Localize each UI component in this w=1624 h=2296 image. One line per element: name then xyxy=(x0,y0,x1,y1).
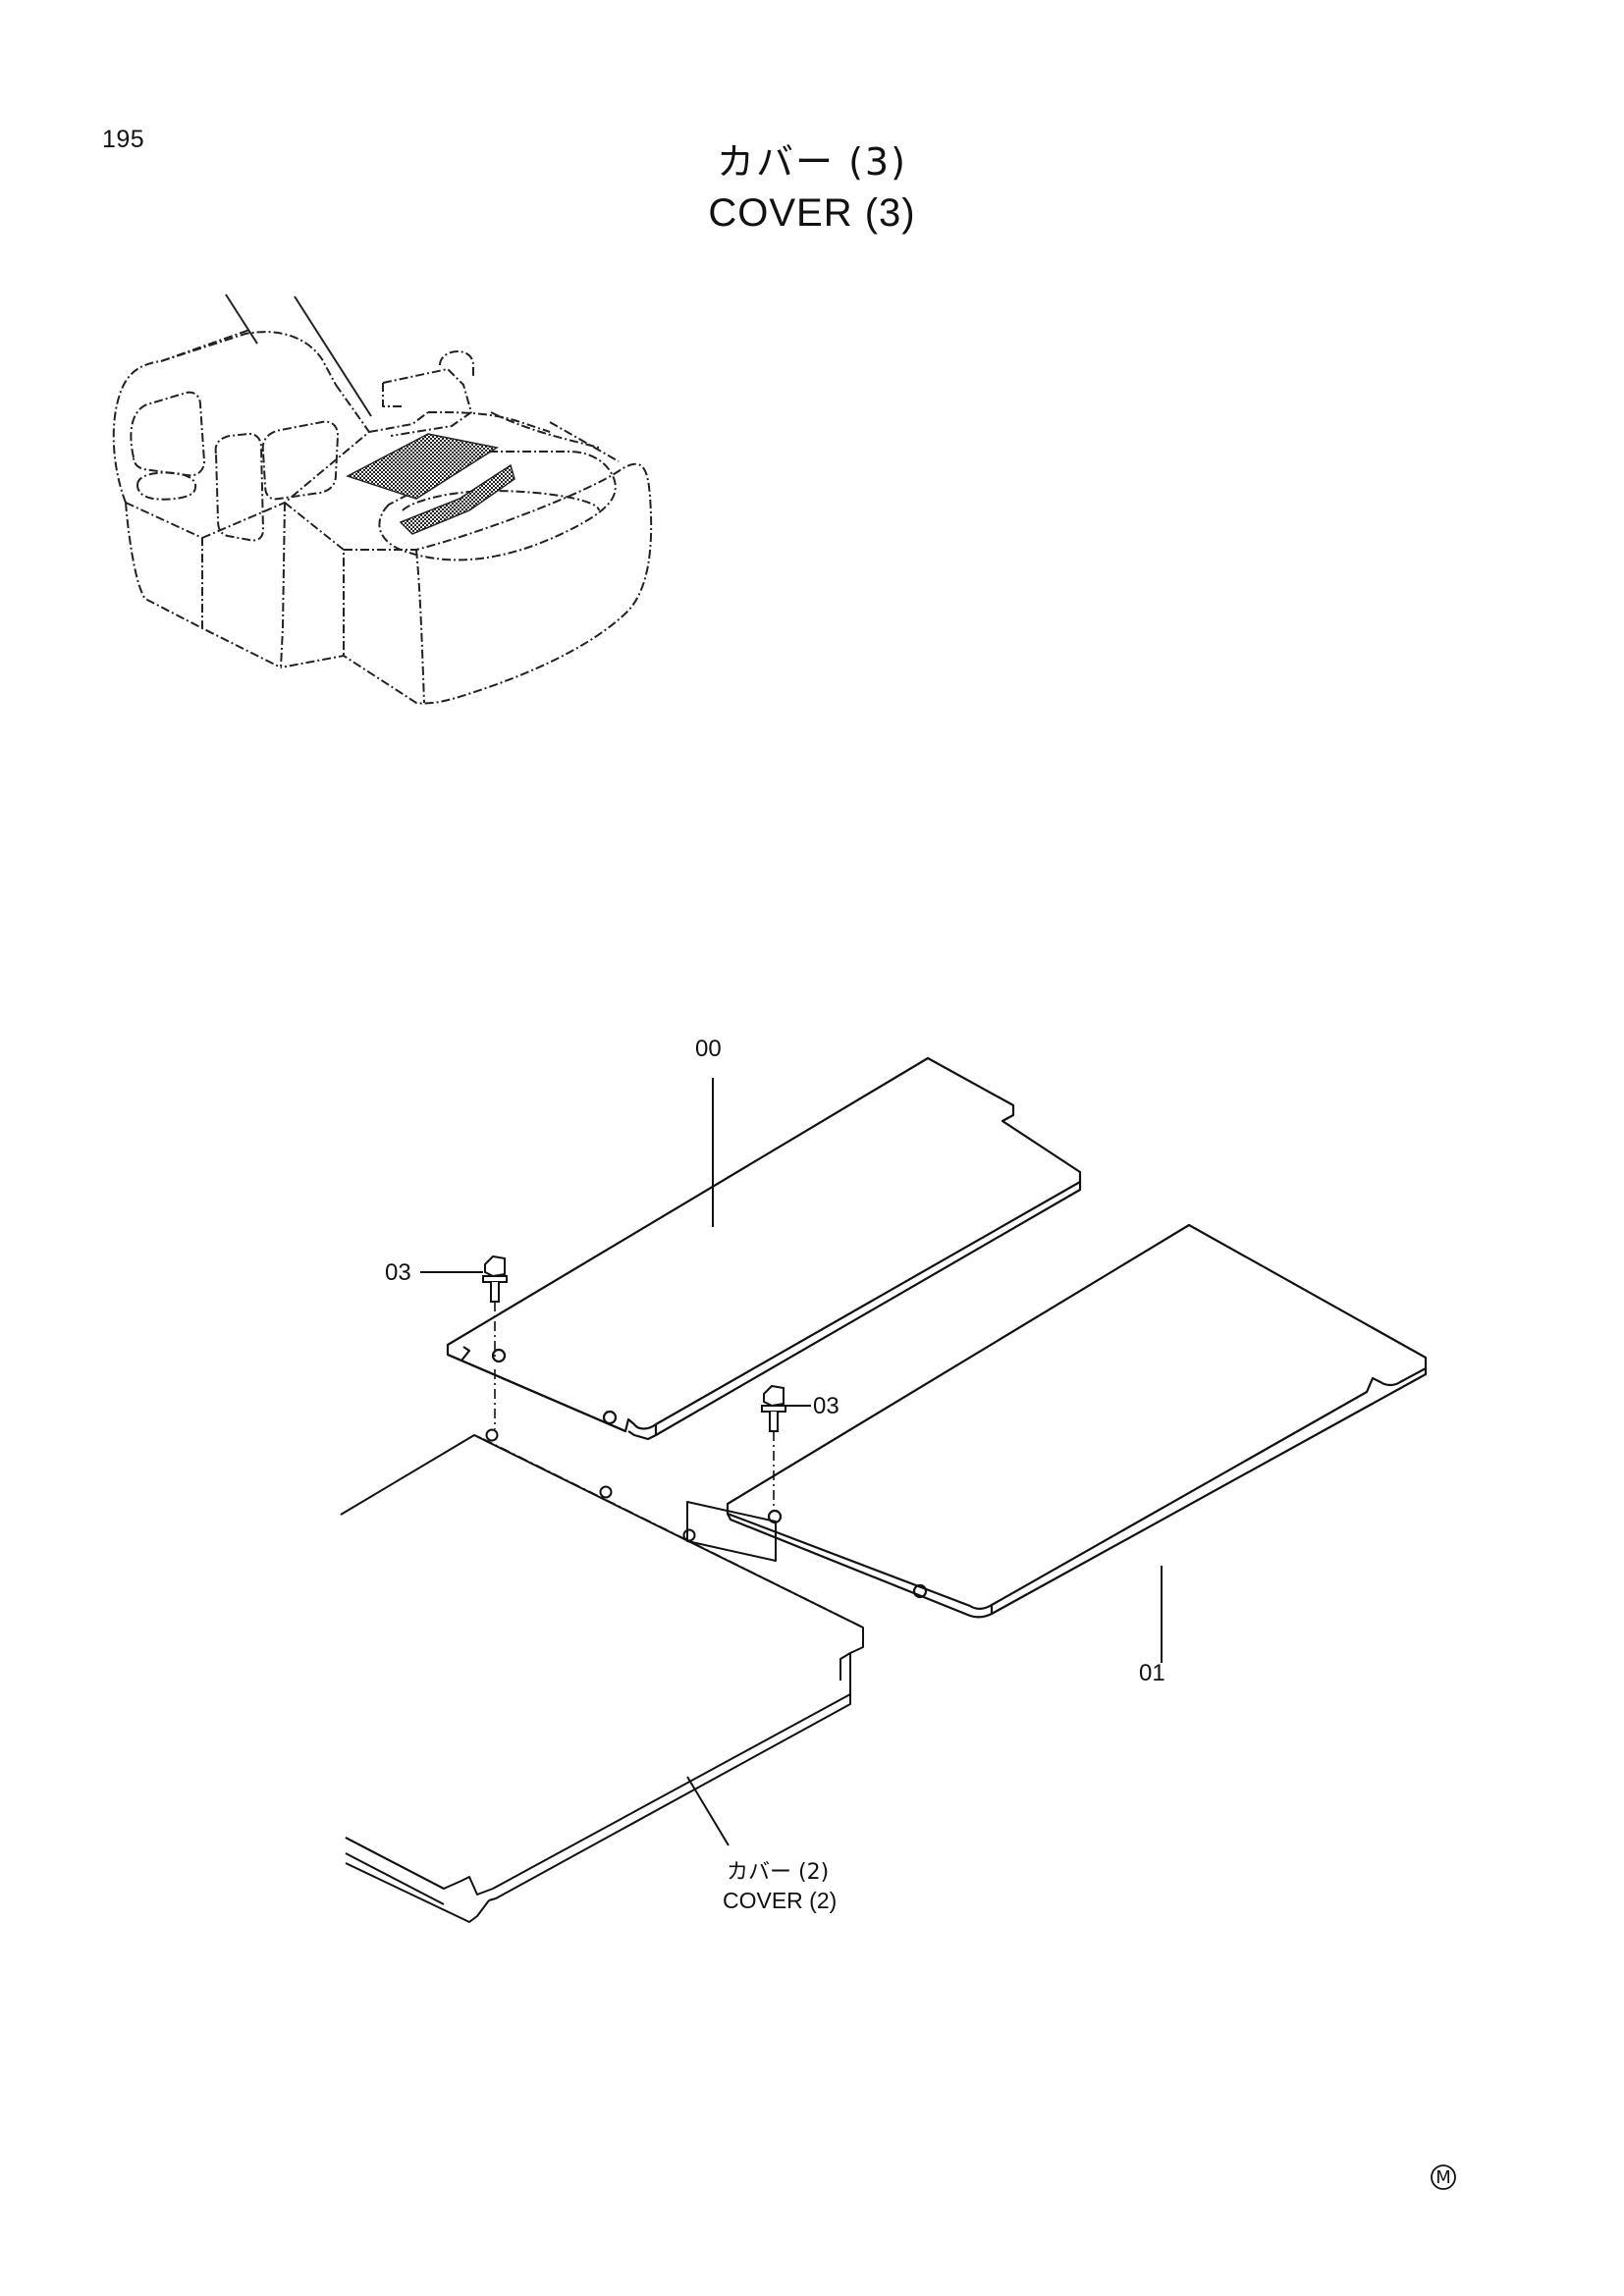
highlighted-cover-area xyxy=(346,433,499,500)
highlighted-cover-area-2 xyxy=(399,463,515,535)
title-japanese: カバー (3) xyxy=(717,140,907,184)
callout-03-left: 03 xyxy=(385,1259,411,1286)
title-block: カバー (3) COVER (3) xyxy=(0,137,1624,240)
assembly-lines xyxy=(494,1302,775,1512)
callout-01: 01 xyxy=(1139,1660,1165,1686)
reference-label-english: COVER (2) xyxy=(723,1888,837,1913)
page-number: 195 xyxy=(102,126,145,153)
title-english: COVER (3) xyxy=(708,191,916,235)
bolt-03-right xyxy=(761,1384,786,1432)
reference-label-japanese: カバー (2) xyxy=(727,1860,829,1885)
circled-m-mark: M xyxy=(1431,2164,1456,2190)
bolt-03-left xyxy=(482,1255,508,1303)
reference-cover-2 xyxy=(340,1428,864,1923)
cover-plate-01 xyxy=(726,1223,1428,1619)
circled-m-letter: M xyxy=(1435,2167,1451,2188)
excavator-locator-illustration xyxy=(112,294,653,705)
callout-03-right: 03 xyxy=(813,1393,839,1419)
cover-plate-00 xyxy=(446,1056,1082,1441)
callout-leaders xyxy=(420,1078,1163,1846)
callout-00: 00 xyxy=(695,1036,722,1062)
